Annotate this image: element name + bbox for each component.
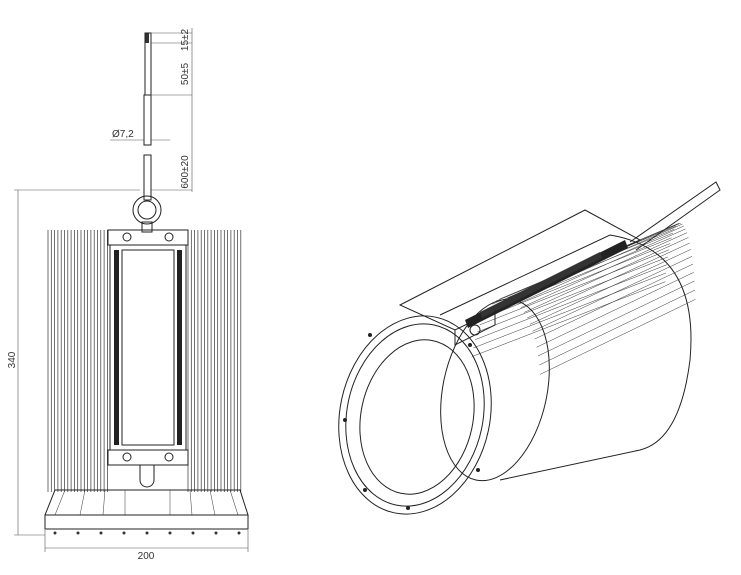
front-ring bbox=[338, 315, 492, 515]
dimension-height: 340 bbox=[7, 351, 18, 368]
dimension-cable-sleeve: 50±5 bbox=[180, 62, 191, 85]
base bbox=[44, 489, 249, 535]
dimension-cable-length: 600±20 bbox=[180, 155, 191, 189]
dimension-cable-top: 15±2 bbox=[180, 28, 191, 51]
cylinder-body bbox=[439, 222, 696, 482]
driver-iso bbox=[398, 209, 642, 346]
driver-bracket bbox=[107, 229, 189, 488]
dimension-lines bbox=[14, 28, 249, 552]
isometric-view bbox=[338, 181, 721, 515]
dimension-cable-diameter: Ø7,2 bbox=[112, 129, 134, 140]
cable bbox=[143, 32, 152, 201]
dimension-width: 200 bbox=[138, 551, 155, 562]
front-view: 15±2 50±5 Ø7,2 600±20 340 200 bbox=[7, 28, 249, 562]
cable-iso bbox=[629, 181, 721, 251]
eye-bolt bbox=[132, 195, 162, 233]
heatsink-fins-right bbox=[187, 230, 242, 492]
heatsink-fins-left bbox=[47, 230, 108, 492]
